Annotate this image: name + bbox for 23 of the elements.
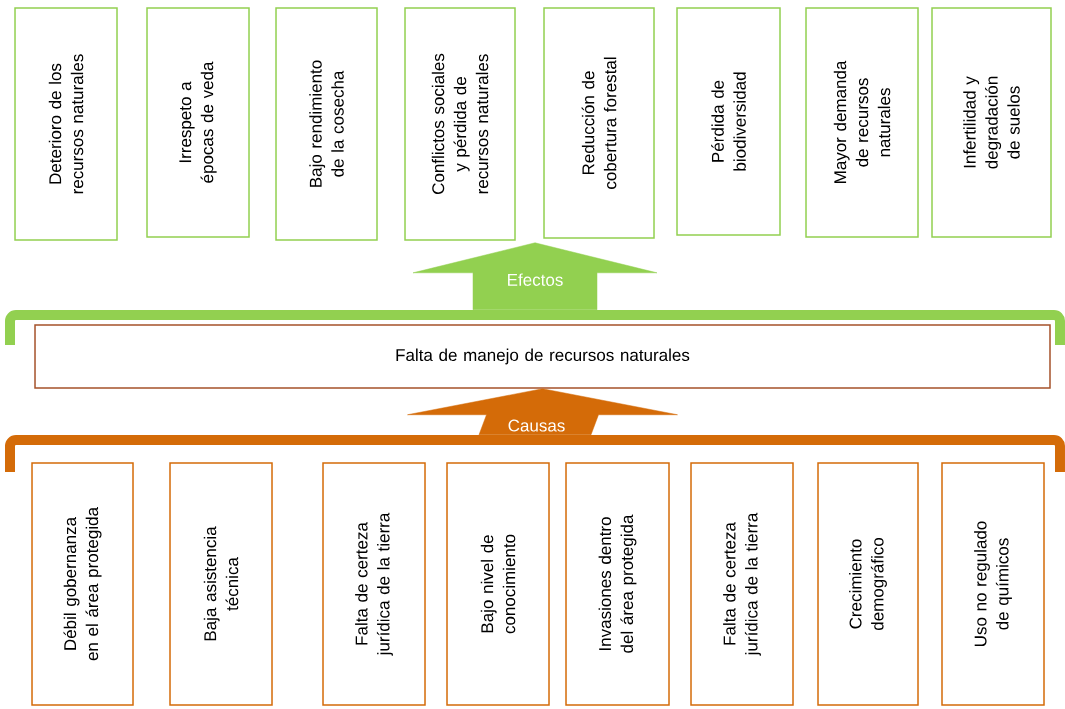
effect-box: Conflictos sociales y pérdida de recursos naturales	[404, 7, 516, 241]
cause-box: Baja asistencia técnica	[169, 462, 273, 706]
cause-box: Invasiones dentro del área protegida	[565, 462, 670, 706]
bracket	[5, 310, 1065, 345]
cause-box: Crecimiento demográfico	[817, 462, 919, 706]
cause-box: Falta de certeza jurídica de la tierra	[322, 462, 426, 706]
cause-box: Uso no regulado de químicos	[941, 462, 1045, 706]
cause-box: Bajo nivel de conocimiento	[446, 462, 550, 706]
cause-box: Débil gobernanza en el área protegida	[31, 462, 134, 706]
cause-box: Falta de certeza jurídica de la tierra	[690, 462, 794, 706]
block-arrow	[412, 242, 658, 311]
effect-box: Pérdida de biodiversidad	[676, 7, 781, 236]
effect-box: Reducción de cobertura forestal	[543, 7, 655, 239]
effect-box: Deterioro de los recursos naturales	[14, 7, 118, 241]
effect-box: Infertilidad y degradación de suelos	[931, 7, 1052, 238]
block-arrow	[407, 388, 678, 436]
effect-box: Bajo rendimiento de la cosecha	[275, 7, 378, 241]
effect-box: Irrespeto a épocas de veda	[146, 7, 250, 238]
effect-box: Mayor demanda de recursos naturales	[805, 7, 919, 238]
problem-box: Falta de manejo de recursos naturales	[34, 324, 1051, 389]
edge-label: Efectos	[508, 273, 563, 286]
edge-label: Causas	[508, 419, 565, 432]
bracket	[5, 435, 1065, 472]
